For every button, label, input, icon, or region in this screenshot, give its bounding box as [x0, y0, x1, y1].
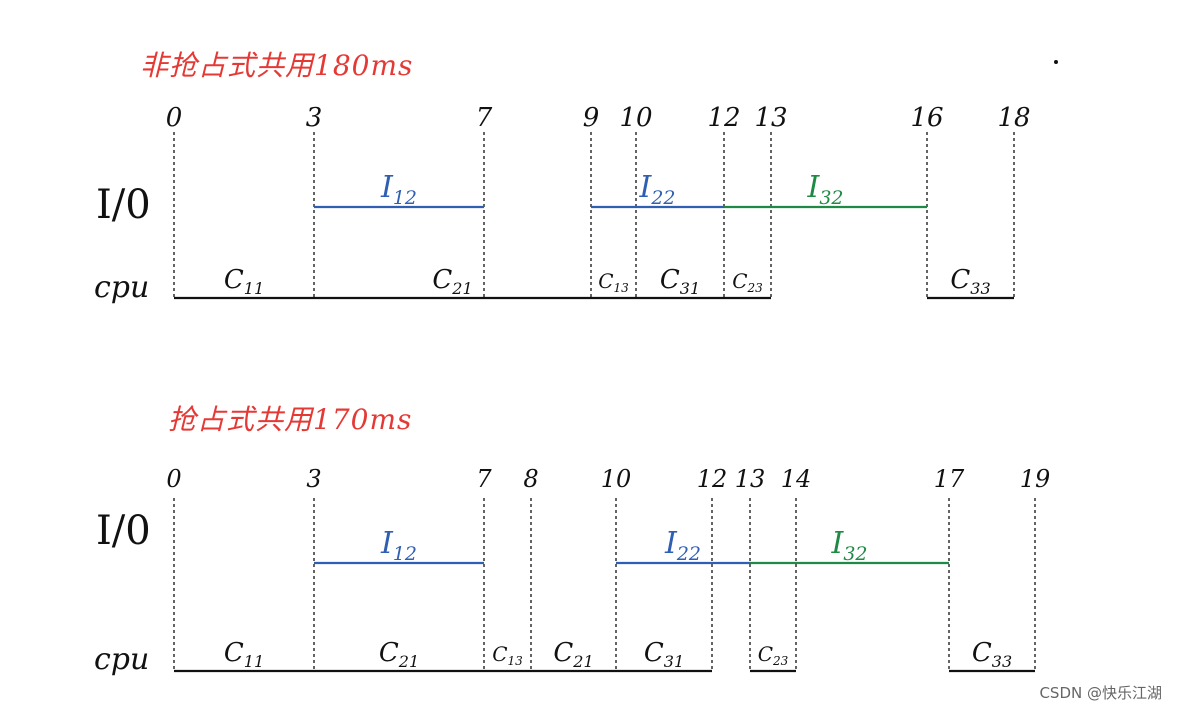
diagram-2-tick-label: 7 — [476, 465, 492, 493]
watermark: CSDN @快乐江湖 — [1039, 684, 1162, 702]
diagram-2-tick-label: 12 — [697, 465, 728, 493]
diagram-1-cpu-label: C13 — [598, 269, 629, 295]
diagram-1-tick-label: 7 — [476, 103, 493, 133]
diagram-1-cpu-label: C21 — [432, 265, 472, 298]
diagram-2-cpu-label: C13 — [492, 642, 523, 668]
diagram-2-io-label: I32 — [830, 526, 867, 565]
diagram-2-cpu-label: C21 — [553, 638, 593, 671]
diagram-2-tick-label: 3 — [306, 465, 321, 493]
diagram-2-tick-label: 8 — [523, 465, 538, 493]
diagram-1-tick-label: 12 — [707, 103, 740, 133]
diagram-1-tick-label: 3 — [306, 103, 323, 133]
diagram-2-io-row-label: I/0 — [96, 508, 151, 554]
diagram-1-tick-label: 13 — [754, 103, 787, 133]
diagram-2-cpu-row-label: cpu — [94, 642, 150, 677]
diagram-1-cpu-label: C23 — [732, 269, 763, 295]
diagram-2-cpu-label: C33 — [972, 638, 1012, 671]
diagram-1-tick-label: 10 — [619, 103, 652, 133]
diagram-1-cpu-label: C11 — [224, 265, 264, 298]
diagram-2-tick-label: 19 — [1020, 465, 1051, 493]
diagram-1-io-label: I12 — [380, 170, 417, 209]
diagram-1-tick-label: 9 — [583, 103, 600, 133]
diagram-2-cpu-label: C11 — [224, 638, 264, 671]
diagram-2-cpu-label: C23 — [758, 642, 789, 668]
diagram-1-tick-label: 0 — [166, 103, 183, 133]
stray-dot — [1054, 60, 1058, 64]
diagram-1-io-label: I32 — [806, 170, 843, 209]
diagram-2-io-label: I12 — [380, 526, 417, 565]
diagram-1-io-label: I22 — [638, 170, 675, 209]
diagram-2-cpu-label: C31 — [644, 638, 684, 671]
diagram-2-tick-label: 13 — [735, 465, 766, 493]
diagram-2-cpu-label: C21 — [379, 638, 419, 671]
diagram-1-io-row-label: I/0 — [96, 182, 151, 228]
diagram-1-tick-label: 18 — [997, 103, 1030, 133]
diagram-2-tick-label: 10 — [601, 465, 632, 493]
diagram-1-cpu-label: C31 — [660, 265, 700, 298]
diagram-1-cpu-row-label: cpu — [94, 270, 150, 305]
diagram-1-cpu-label: C33 — [950, 265, 990, 298]
diagram-2-title: 抢占式共用170ms — [168, 403, 413, 436]
diagram-1-title: 非抢占式共用180ms — [140, 49, 414, 82]
diagram-2-tick-label: 0 — [166, 465, 181, 493]
diagram-2-io-label: I22 — [664, 526, 701, 565]
diagram-2-tick-label: 14 — [781, 465, 812, 493]
diagram-1-tick-label: 16 — [910, 103, 943, 133]
diagram-2-tick-label: 17 — [934, 465, 965, 493]
